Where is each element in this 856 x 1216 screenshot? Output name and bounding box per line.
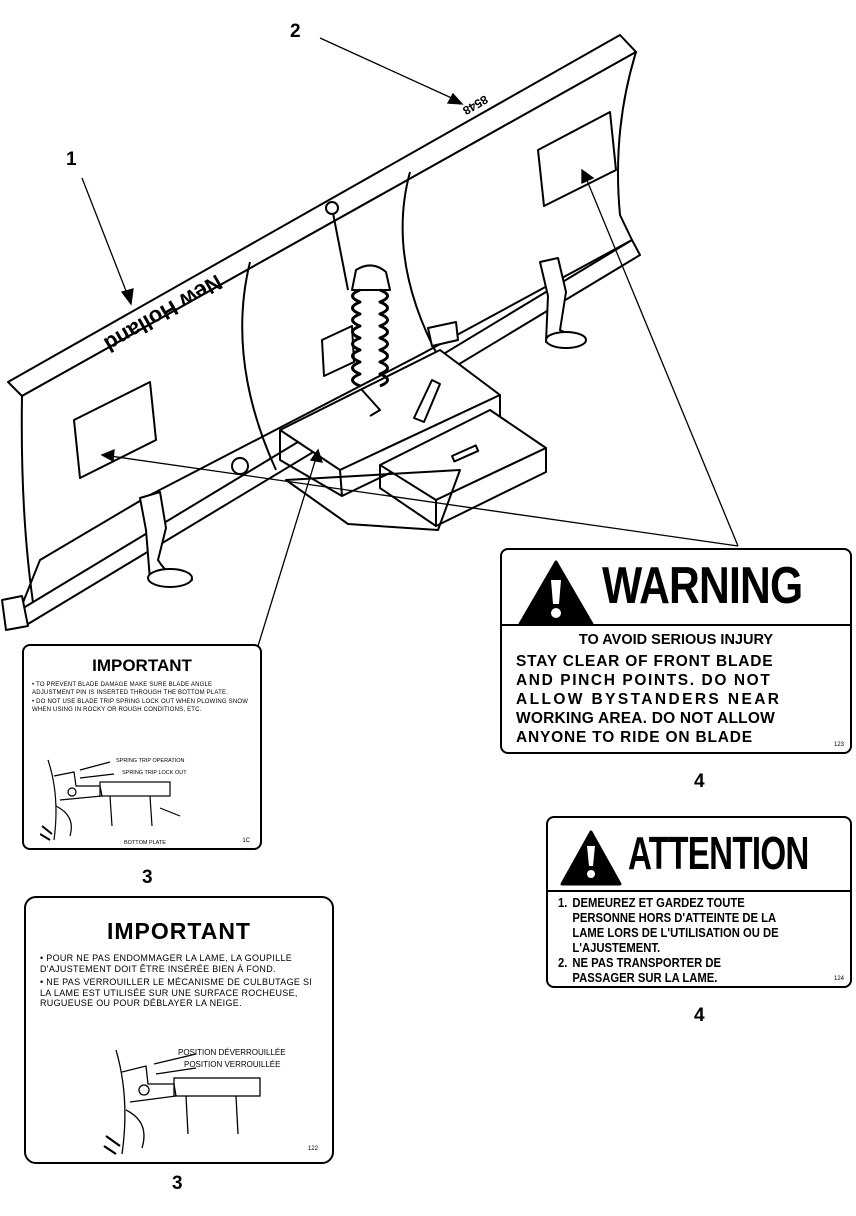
attention-body: 1. DEMEUREZ ET GARDEZ TOUTE PERSONNE HOR… — [558, 896, 846, 986]
callout-1: 1 — [66, 149, 77, 170]
decal-title: IMPORTANT — [106, 918, 251, 944]
decal-code: 123 — [833, 742, 844, 748]
decal-bullet: • DO NOT USE BLADE TRIP SPRING LOCK OUT … — [32, 699, 249, 713]
decal-code: 122 — [307, 1146, 318, 1152]
trip-spring — [351, 288, 389, 388]
warning-triangle-icon — [560, 830, 622, 886]
label-position-deverrouillee: POSITION DÉVERROUILLÉE — [178, 1048, 286, 1057]
decal-warning: WARNING TO AVOID SERIOUS INJURY STAY CLE… — [500, 548, 852, 754]
decal-bullet: • TO PREVENT BLADE DAMAGE MAKE SURE BLAD… — [32, 682, 229, 696]
lock-position-diagram — [103, 1049, 261, 1155]
spring-bolt — [325, 201, 339, 215]
warning-body: STAY CLEAR OF FRONT BLADE AND PINCH POIN… — [516, 653, 782, 746]
decal-important-english: IMPORTANT • TO PREVENT BLADE DAMAGE MAKE… — [22, 644, 262, 850]
blade-decal-right — [537, 111, 617, 207]
label-position-verrouillee: POSITION VERROUILLÉE — [184, 1060, 281, 1069]
callout-4-warning-decal: 4 — [694, 771, 705, 792]
warning-divider — [502, 624, 850, 626]
attention-item-2: 2. NE PAS TRANSPORTER DE PASSAGER SUR LA… — [558, 956, 721, 985]
decal-bullet: • NE PAS VERROUILLER LE MÉCANISME DE CUL… — [40, 977, 313, 1008]
callout-4-attention-decal: 4 — [694, 1005, 705, 1026]
decal-title: IMPORTANT — [92, 656, 192, 675]
label-bottom-plate: BOTTOM PLATE — [124, 840, 166, 846]
decal-title: WARNING — [602, 557, 803, 615]
spring-trip-diagram — [40, 759, 181, 841]
decal-code: 124 — [833, 976, 844, 982]
warning-subtitle: TO AVOID SERIOUS INJURY — [578, 632, 774, 648]
attention-divider — [548, 890, 850, 892]
attention-item-1: 1. DEMEUREZ ET GARDEZ TOUTE PERSONNE HOR… — [558, 896, 779, 955]
decal-code: 1C — [242, 838, 250, 844]
callout-3-english-decal: 3 — [142, 867, 153, 888]
blade-face — [19, 51, 637, 617]
decal-attention: ATTENTION 1. DEMEUREZ ET GARDEZ TOUTE PE… — [546, 816, 852, 988]
decal-title: ATTENTION — [628, 827, 809, 879]
decal-bullet: • POUR NE PAS ENDOMMAGER LA LAME, LA GOU… — [40, 953, 293, 974]
label-spring-trip-operation: SPRING TRIP OPERATION — [116, 758, 185, 764]
blade-decal-left — [73, 381, 157, 479]
callout-3-french-decal: 3 — [172, 1173, 183, 1194]
label-spring-trip-lock-out: SPRING TRIP LOCK OUT — [122, 770, 187, 776]
callout-2: 2 — [290, 21, 301, 42]
warning-triangle-icon — [518, 560, 594, 626]
decal-important-french: IMPORTANT • POUR NE PAS ENDOMMAGER LA LA… — [24, 896, 334, 1164]
